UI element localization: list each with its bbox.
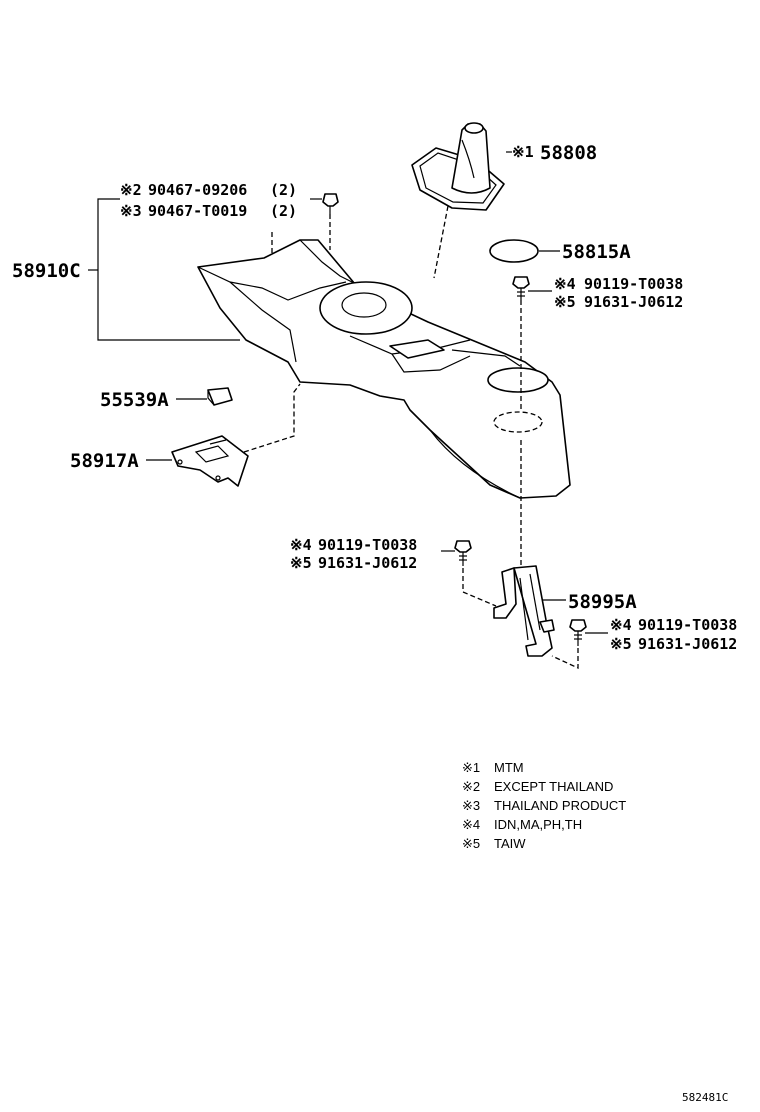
note-mark-3: ※3 <box>462 798 480 813</box>
notes-legend: ※1 MTM ※2 EXCEPT THAILAND ※3 THAILAND PR… <box>462 760 626 851</box>
label-58995a: 58995A <box>568 591 637 613</box>
console-box-58910c[interactable] <box>197 239 571 499</box>
label-58910c: 58910C <box>12 260 81 282</box>
clip-top[interactable] <box>322 193 339 214</box>
bolt-mid-num-1: 90119-T0038 <box>318 536 417 554</box>
guide-58808 <box>433 205 449 279</box>
note-text-3: THAILAND PRODUCT <box>494 798 626 813</box>
bolt-bottom-mark-1: ※4 <box>610 616 632 634</box>
clip-top-num-1: 90467-09206 <box>148 181 247 199</box>
bolt-mid-mark-2: ※5 <box>290 554 312 572</box>
guide-bolt-mid <box>462 568 497 607</box>
bolt-top-mark-2: ※5 <box>554 293 576 311</box>
cap-58815a[interactable] <box>489 239 539 263</box>
bolt-mid-mark-1: ※4 <box>290 536 312 554</box>
bolt-top-mark-1: ※4 <box>554 275 576 293</box>
bolt-top-num-2: 91631-J0612 <box>584 293 683 311</box>
label-58808-mark: ※1 <box>512 143 534 161</box>
bolt-bottom-num-2: 91631-J0612 <box>638 635 737 653</box>
note-text-5: TAIW <box>494 836 526 851</box>
note-text-1: MTM <box>494 760 524 775</box>
guide-58917a <box>243 383 301 453</box>
label-55539a: 55539A <box>100 389 169 411</box>
diagram-code: 582481C <box>682 1091 728 1104</box>
clip-top-mark-2: ※3 <box>120 202 142 220</box>
note-text-4: IDN,MA,PH,TH <box>494 817 582 832</box>
bolt-top-num-1: 90119-T0038 <box>584 275 683 293</box>
bolt-mid-num-2: 91631-J0612 <box>318 554 417 572</box>
label-58808: 58808 <box>540 142 597 164</box>
label-58917a: 58917A <box>70 450 139 472</box>
bolt-top-right[interactable] <box>512 276 530 300</box>
label-58815a: 58815A <box>562 241 631 263</box>
note-mark-5: ※5 <box>462 836 480 851</box>
clip-top-num-2: 90467-T0019 <box>148 202 247 220</box>
clip-top-qty-2: (2) <box>270 202 297 220</box>
clip-top-qty-1: (2) <box>270 181 297 199</box>
note-mark-1: ※1 <box>462 760 480 775</box>
panel-58917a[interactable] <box>171 435 249 487</box>
guide-bolt-bottom <box>551 648 579 670</box>
shift-boot-58808[interactable] <box>411 122 505 211</box>
note-mark-4: ※4 <box>462 817 480 832</box>
switch-55539a[interactable] <box>207 387 233 406</box>
note-text-2: EXCEPT THAILAND <box>494 779 613 794</box>
bracket-58995a[interactable] <box>493 565 555 657</box>
clip-top-mark-1: ※2 <box>120 181 142 199</box>
bolt-mid[interactable] <box>454 540 472 566</box>
bolt-bottom-num-1: 90119-T0038 <box>638 616 737 634</box>
bolt-bottom-right[interactable] <box>569 619 587 646</box>
bolt-bottom-mark-2: ※5 <box>610 635 632 653</box>
note-mark-2: ※2 <box>462 779 480 794</box>
